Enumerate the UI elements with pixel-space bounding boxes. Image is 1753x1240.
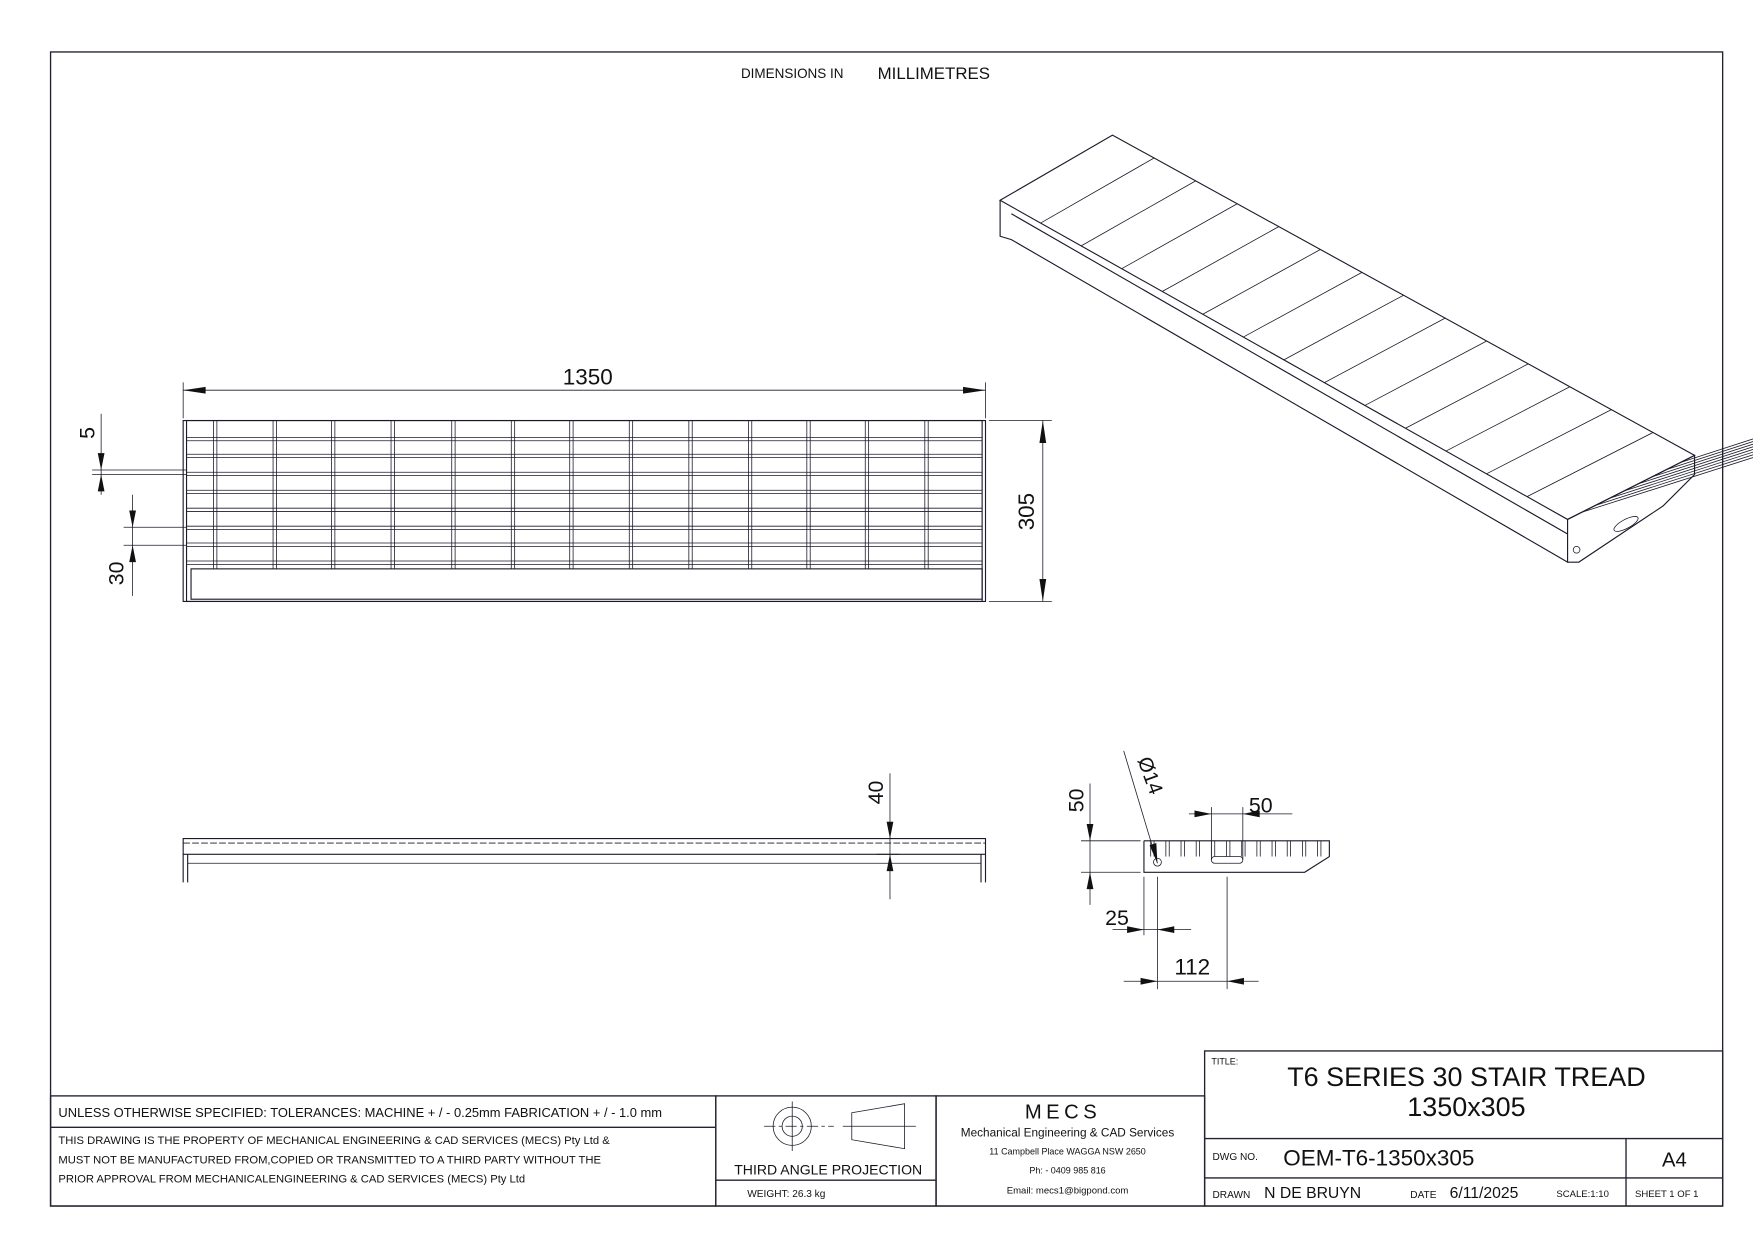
dim-40: 40	[864, 773, 899, 900]
grating-bar	[1405, 363, 1529, 429]
isometric-view	[998, 134, 1753, 564]
drawing-border	[49, 51, 1724, 1207]
property-note-3: PRIOR APPROVAL FROM MECHANICALENGINEERIN…	[58, 1173, 525, 1185]
grating-bar	[1445, 386, 1571, 452]
grating-bar	[1609, 451, 1753, 499]
title-block: UNLESS OTHERWISE SPECIFIED: TOLERANCES: …	[49, 1050, 1724, 1207]
dim-5: 5	[75, 413, 187, 495]
grating-bar	[1581, 457, 1753, 513]
dim-end-50-label: 50	[1064, 788, 1088, 812]
date-label: DATE	[1410, 1190, 1436, 1201]
drawn-by: N DE BRUYN	[1264, 1185, 1361, 1202]
dim-5-label: 5	[75, 427, 99, 439]
grating-bar	[1638, 446, 1753, 485]
scale: SCALE:1:10	[1556, 1189, 1609, 1200]
dim-slot-50: 50	[1188, 794, 1293, 860]
grating-bar	[1623, 449, 1753, 492]
company-name: Mechanical Engineering & CAD Services	[961, 1126, 1175, 1139]
date: 6/11/2025	[1450, 1185, 1519, 1202]
grating-bar	[1666, 441, 1753, 470]
dim-30: 30	[105, 494, 187, 596]
property-note-2: MUST NOT BE MANUFACTURED FROM,COPIED OR …	[58, 1154, 601, 1166]
grating-bar	[1080, 180, 1196, 247]
company-email: Email: mecs1@bigpond.com	[1007, 1186, 1129, 1197]
grating-bar	[1680, 438, 1753, 463]
grating-bar	[1652, 443, 1753, 478]
grating-bar	[1202, 249, 1321, 315]
dim-112: 112	[1123, 876, 1259, 990]
third-angle-projection-icon	[764, 1101, 916, 1151]
end-view	[1143, 840, 1330, 873]
weight-label: WEIGHT: 26.3 kg	[747, 1189, 825, 1200]
dwg-no-label: DWG NO.	[1212, 1152, 1258, 1163]
dwg-no: OEM-T6-1350x305	[1283, 1146, 1474, 1171]
dim-305-label: 305	[1014, 493, 1039, 531]
grating-bar	[1121, 203, 1238, 270]
grating-bar	[1162, 226, 1279, 292]
grating-bar	[1324, 317, 1446, 384]
grating-bar	[1040, 157, 1155, 224]
grating-bar	[1283, 294, 1404, 361]
paper-size: A4	[1662, 1150, 1687, 1172]
dim-hole-dia-label: Ø14	[1133, 754, 1167, 797]
dim-1350-label: 1350	[563, 365, 613, 390]
plan-view	[182, 419, 987, 603]
dim-end-50: 50	[1064, 783, 1141, 905]
drawing-title-line1: T6 SERIES 30 STAIR TREAD	[1287, 1062, 1645, 1092]
sheet-number: SHEET 1 OF 1	[1635, 1189, 1698, 1200]
property-note-1: THIS DRAWING IS THE PROPERTY OF MECHANIC…	[58, 1135, 610, 1147]
grating-bar	[1364, 340, 1487, 406]
dim-30-label: 30	[105, 561, 129, 585]
title-label: TITLE:	[1211, 1056, 1238, 1066]
drawn-label: DRAWN	[1212, 1190, 1250, 1201]
dim-25: 25	[1105, 876, 1192, 990]
company-phone: Ph: - 0409 985 816	[1029, 1165, 1105, 1175]
company-logo: MECS	[1025, 1101, 1101, 1123]
dim-1350: 1350	[182, 365, 986, 419]
grating-bar	[1243, 272, 1363, 338]
dim-slot-50-label: 50	[1249, 794, 1273, 818]
company-address: 11 Campbell Place WAGGA NSW 2650	[989, 1146, 1146, 1156]
dim-25-label: 25	[1105, 906, 1129, 930]
side-view	[182, 838, 987, 883]
dim-40-label: 40	[864, 780, 888, 804]
drawing-title-line2: 1350x305	[1407, 1092, 1525, 1122]
dim-112-label: 112	[1174, 955, 1210, 980]
grating-bar	[1486, 409, 1612, 475]
dims-label: DIMENSIONS IN	[741, 66, 844, 81]
tolerance-note: UNLESS OTHERWISE SPECIFIED: TOLERANCES: …	[58, 1105, 662, 1120]
grating-bar	[1526, 432, 1654, 497]
projection-label: THIRD ANGLE PROJECTION	[734, 1162, 922, 1178]
units-label: MILLIMETRES	[878, 64, 990, 83]
dim-hole-dia: Ø14	[1123, 750, 1167, 864]
dim-305: 305	[988, 420, 1052, 602]
